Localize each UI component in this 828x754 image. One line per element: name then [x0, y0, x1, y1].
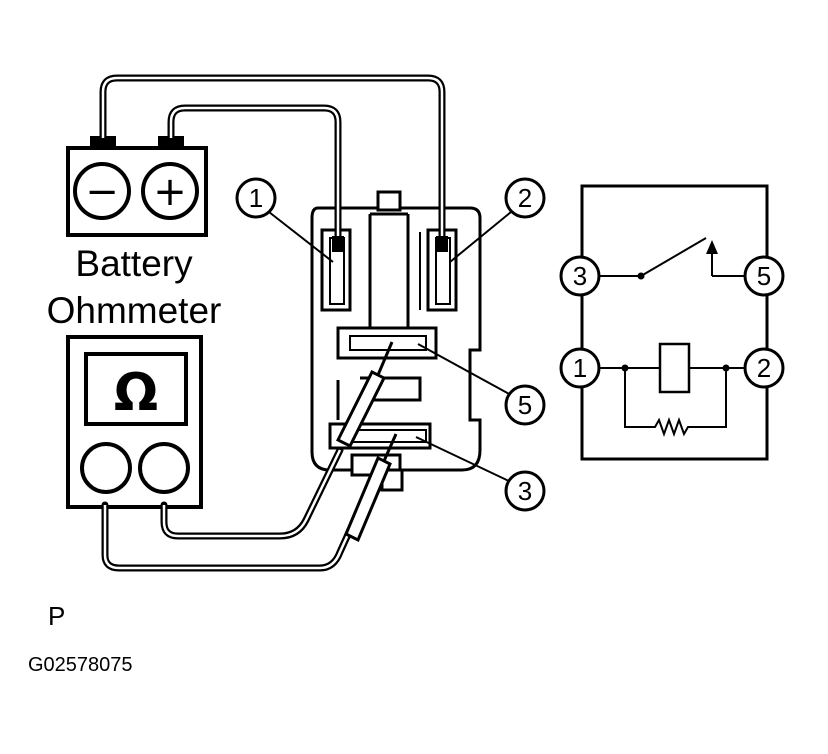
schematic-frame — [580, 184, 769, 461]
callout-terminal-5: 5 — [417, 343, 546, 426]
battery-negative-post — [90, 136, 116, 150]
callout-label-5: 5 — [518, 390, 532, 420]
schematic-terminal-2: 2 — [743, 347, 785, 389]
resistor — [624, 368, 727, 437]
schematic-label-3: 3 — [573, 261, 587, 291]
switch-contact — [598, 237, 748, 277]
schematic-terminal-3: 3 — [559, 255, 601, 297]
relay-body — [310, 190, 482, 492]
ohmmeter: Ω — [66, 335, 203, 509]
figure-code: G02578075 — [28, 654, 133, 676]
figure-letter: P — [48, 601, 65, 631]
omega-icon: Ω — [114, 363, 158, 423]
schematic-label-1: 1 — [573, 353, 587, 383]
relay-schematic: 3 5 1 2 — [559, 184, 785, 461]
callout-label-2: 2 — [518, 183, 532, 213]
schematic-label-5: 5 — [757, 261, 771, 291]
positive-terminal-circle — [141, 162, 199, 220]
battery: − + — [66, 136, 208, 237]
callout-label-1: 1 — [249, 183, 263, 213]
probe-terminal-5 — [335, 341, 394, 449]
battery-label: Battery — [75, 243, 193, 284]
ohmmeter-jack-right — [138, 442, 190, 494]
callout-terminal-2: 2 — [449, 177, 546, 263]
callout-terminal-1: 1 — [235, 177, 334, 263]
schematic-terminal-5: 5 — [743, 255, 785, 297]
schematic-label-2: 2 — [757, 353, 771, 383]
callout-label-3: 3 — [518, 476, 532, 506]
negative-terminal-circle — [73, 162, 131, 220]
plus-sign: + — [153, 169, 187, 215]
probe-terminal-3 — [344, 433, 398, 543]
ohmmeter-label: Ohmmeter — [47, 290, 222, 331]
relay-coil — [658, 342, 691, 394]
ohmmeter-jack-left — [80, 442, 132, 494]
probe-tip-terminal-1 — [332, 236, 344, 252]
callout-terminal-3: 3 — [415, 436, 546, 512]
schematic-terminal-1: 1 — [559, 347, 601, 389]
minus-sign: − — [85, 169, 119, 215]
probe-tip-terminal-2 — [436, 236, 448, 252]
coil-circuit — [598, 342, 748, 437]
battery-positive-post — [158, 136, 184, 150]
ohmmeter-display — [84, 352, 188, 426]
